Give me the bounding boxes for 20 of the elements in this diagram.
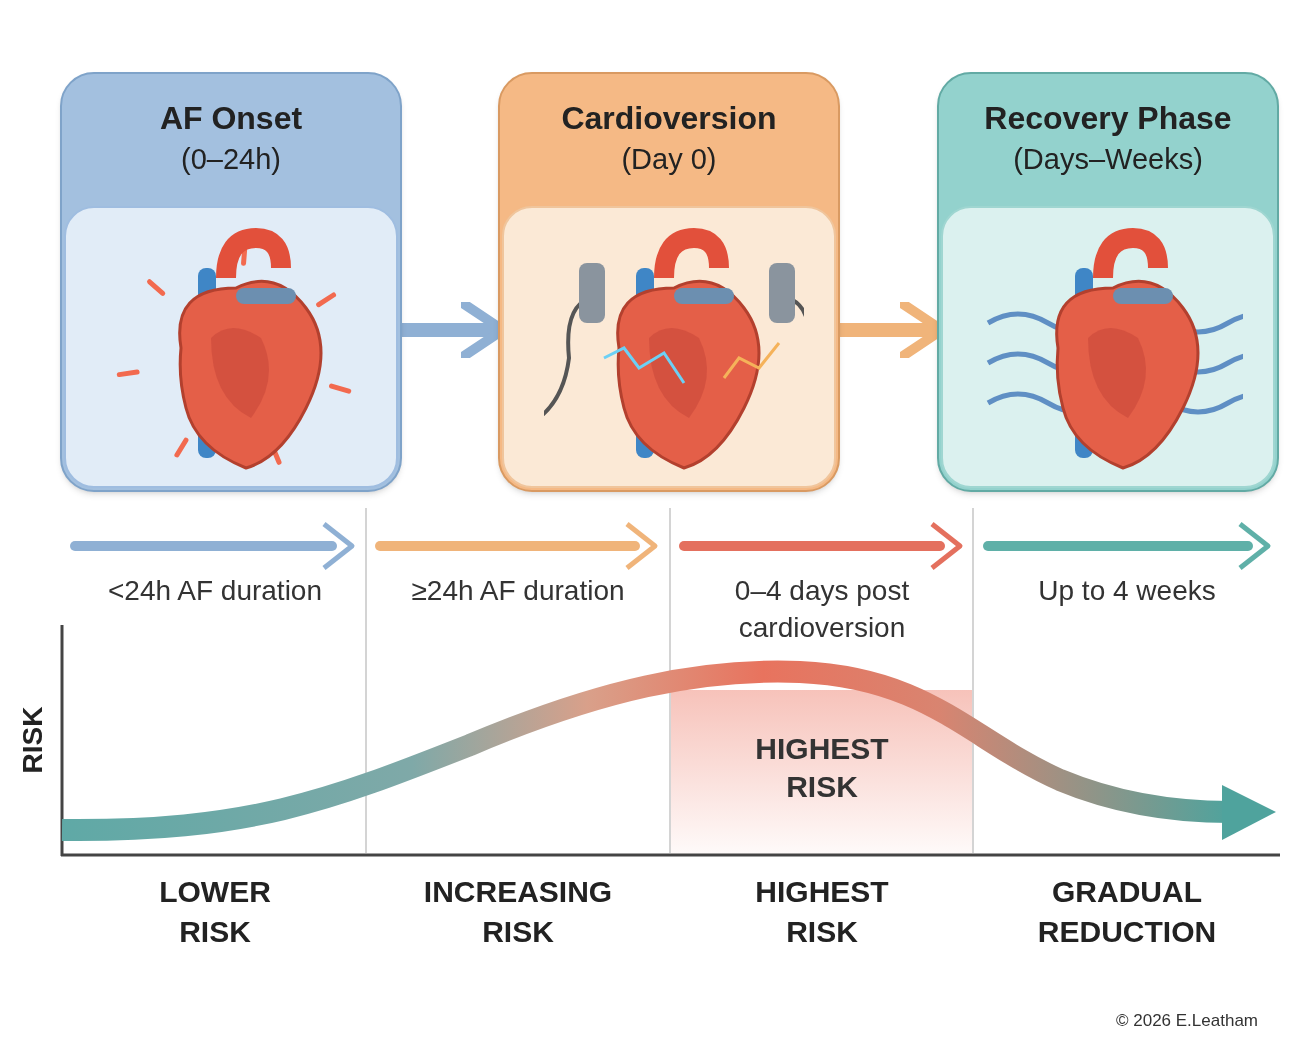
axis-label: RISK (16, 706, 49, 774)
card-title: Recovery Phase (984, 99, 1232, 138)
risk-level-label: INCREASING RISK (423, 874, 613, 950)
phase-card (937, 72, 1279, 492)
copyright-note: © 2026 E.Leatham (1116, 1010, 1258, 1032)
phase-duration-label: 0–4 days post cardioversion (733, 574, 911, 645)
phase-duration-label: Up to 4 weeks (1037, 574, 1217, 608)
risk-level-label: GRADUAL REDUCTION (1037, 874, 1217, 950)
risk-level-label: HIGHEST RISK (755, 874, 889, 950)
card-subtitle: (Days–Weeks) (1013, 142, 1203, 177)
risk-level-label: LOWER RISK (159, 874, 271, 950)
phase-duration-label: <24h AF duration (107, 574, 323, 608)
phase-card (60, 72, 402, 492)
card-subtitle: (Day 0) (621, 142, 717, 177)
phase-duration-label: ≥24h AF duration (410, 574, 626, 608)
card-subtitle: (0–24h) (181, 142, 281, 177)
card-title: AF Onset (159, 99, 303, 138)
zone-label: HIGHEST RISK (754, 731, 890, 805)
phase-card (498, 72, 840, 492)
card-title: Cardioversion (561, 99, 777, 138)
